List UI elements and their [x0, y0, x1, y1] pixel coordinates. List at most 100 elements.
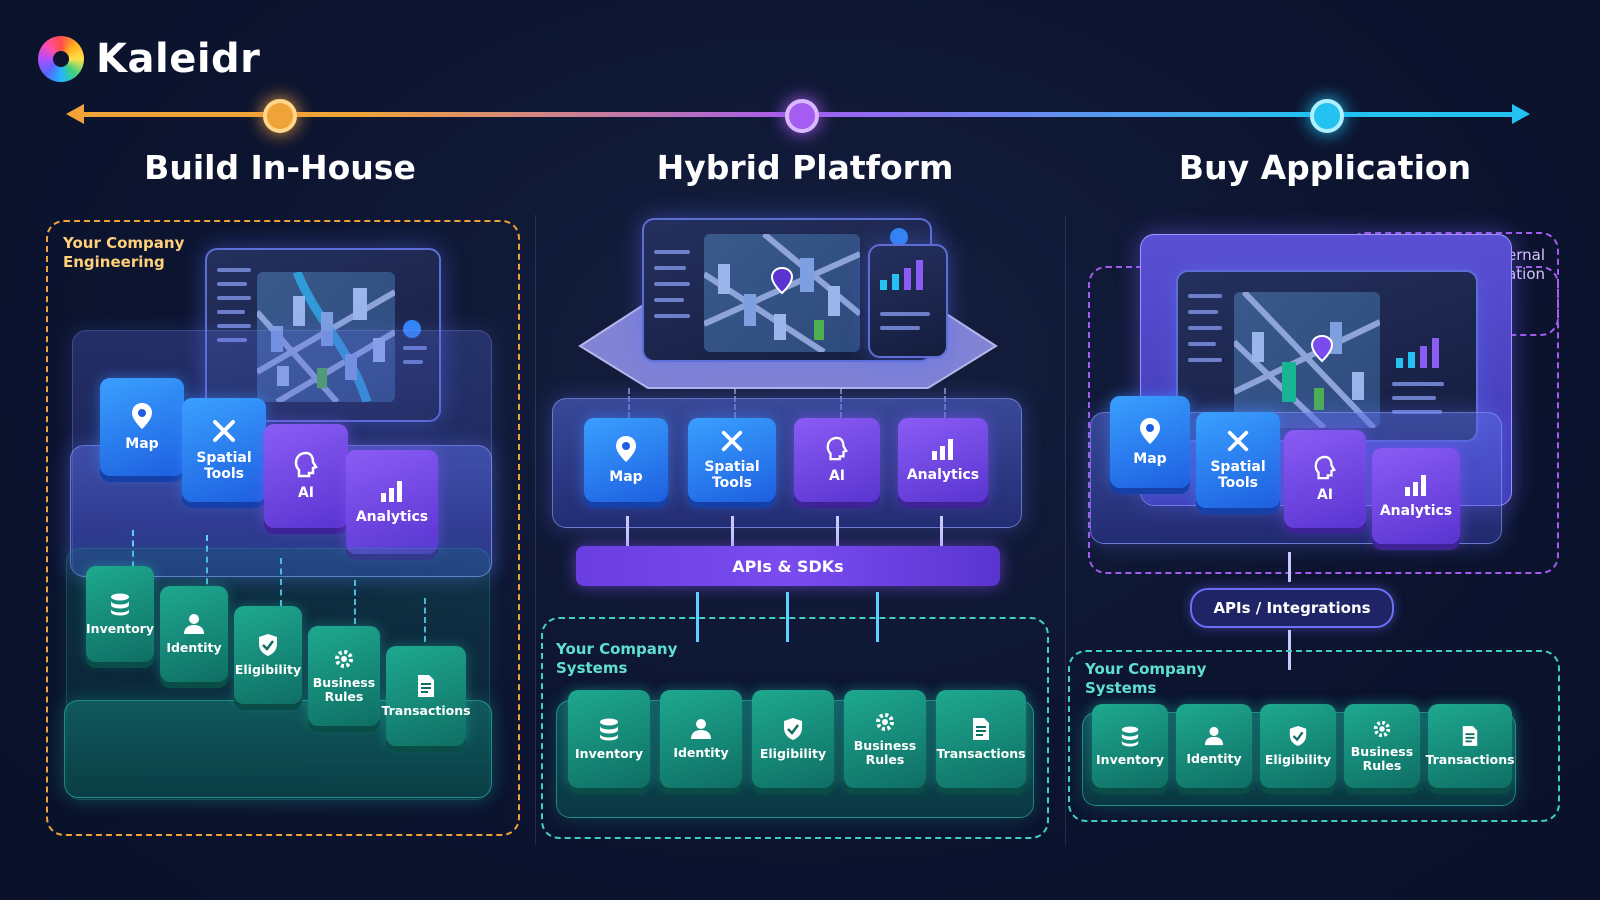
- api-label: APIs & SDKs: [732, 556, 844, 576]
- ai-head-icon: [1314, 455, 1336, 480]
- bar-chart-icon: [1405, 475, 1426, 496]
- api-label: APIs / Integrations: [1213, 599, 1371, 617]
- tile-transactions: Transactions: [936, 690, 1026, 788]
- tile-label: Identity: [166, 640, 222, 655]
- avatar-icon: [403, 320, 421, 338]
- region-label-systems: Your Company Systems: [1085, 660, 1206, 698]
- ai-head-icon: [294, 451, 318, 478]
- tile-label: Eligibility: [234, 662, 302, 677]
- connector-line: [132, 530, 134, 588]
- tile-label: Inventory: [575, 746, 643, 761]
- company-systems-region: [1068, 650, 1560, 822]
- tile-label: Eligibility: [759, 746, 827, 761]
- bar-chart-icon: [932, 439, 953, 460]
- tools-icon: [213, 420, 235, 442]
- region-label-engineering: Your Company Engineering: [63, 234, 184, 272]
- region-label-line: Systems: [1085, 679, 1157, 697]
- region-label-line: Your Company: [63, 234, 185, 252]
- user-icon: [1204, 726, 1224, 746]
- user-icon: [691, 719, 711, 739]
- gear-icon: [335, 650, 353, 668]
- tile-label: Eligibility: [1264, 752, 1332, 767]
- tile-ai: AI: [264, 424, 348, 528]
- connector-line: [280, 558, 282, 606]
- region-label-line: Systems: [556, 659, 628, 677]
- database-icon: [111, 593, 129, 616]
- connector-line: [424, 598, 426, 642]
- tile-label: Map: [609, 469, 643, 485]
- tile-ai: AI: [794, 418, 880, 502]
- tile-map: Map: [100, 378, 184, 476]
- tile-inventory: Inventory: [86, 566, 154, 662]
- company-systems-region: [541, 617, 1049, 839]
- shield-check-icon: [784, 718, 802, 740]
- tile-label: AI: [297, 485, 315, 501]
- user-icon: [184, 614, 204, 634]
- city-map: [1234, 292, 1380, 428]
- tile-label: Identity: [673, 745, 729, 760]
- shield-check-icon: [1289, 726, 1307, 746]
- connector-arrow: [1288, 552, 1291, 582]
- gear-icon: [1373, 720, 1391, 738]
- tile-eligibility: Eligibility: [752, 690, 834, 788]
- tile-analytics: Analytics: [898, 418, 988, 502]
- connector-arrow: [626, 516, 629, 546]
- document-icon: [418, 675, 434, 697]
- timeline-node-hybrid: [785, 99, 819, 133]
- apis-sdks-bar: APIs & SDKs: [576, 546, 1000, 586]
- tile-map: Map: [1110, 396, 1190, 488]
- tile-label: Identity: [1186, 751, 1242, 766]
- tools-icon: [1227, 430, 1249, 452]
- map-pin-icon: [132, 403, 152, 429]
- arrow-left-icon: [66, 104, 84, 124]
- tile-label: Analytics: [906, 467, 980, 483]
- tile-eligibility: Eligibility: [1260, 704, 1336, 788]
- kaleidr-logo-icon: [38, 36, 84, 82]
- region-label-line: Your Company: [556, 640, 678, 658]
- bar-chart-icon: [381, 481, 402, 502]
- connector-line: [206, 535, 208, 595]
- timeline-node-buy: [1310, 99, 1344, 133]
- tile-label: Transactions: [936, 746, 1026, 761]
- connector-arrow: [836, 516, 839, 546]
- column-divider: [1065, 215, 1066, 845]
- region-label-line: Your Company: [1085, 660, 1207, 678]
- connector-arrow: [731, 516, 734, 546]
- title-build-in-house: Build In-House: [144, 148, 416, 187]
- tile-label: Map: [1133, 451, 1167, 467]
- title-hybrid-platform: Hybrid Platform: [656, 148, 954, 187]
- city-map: [257, 272, 395, 402]
- timeline-node-build: [263, 99, 297, 133]
- document-icon: [1462, 726, 1478, 746]
- tile-label: Analytics: [1379, 503, 1453, 519]
- tile-transactions: Transactions: [381, 646, 471, 746]
- tile-transactions: Transactions: [1425, 704, 1515, 788]
- tile-analytics: Analytics: [346, 450, 438, 554]
- shield-check-icon: [259, 634, 277, 656]
- tools-icon: [721, 430, 743, 452]
- tile-label: AI: [828, 468, 846, 484]
- database-icon: [1121, 726, 1139, 747]
- bar-chart-icon: [880, 260, 923, 290]
- connector-arrow: [940, 516, 943, 546]
- tile-eligibility: Eligibility: [234, 606, 302, 704]
- tile-identity: Identity: [1176, 704, 1252, 788]
- tile-label: Inventory: [1096, 752, 1164, 767]
- ai-head-icon: [826, 436, 848, 461]
- tile-map: Map: [584, 418, 668, 502]
- avatar-icon: [890, 228, 908, 246]
- map-pin-icon: [616, 436, 636, 462]
- title-buy-application: Buy Application: [1178, 148, 1472, 187]
- bar-chart-icon: [1396, 338, 1439, 368]
- brand: Kaleidr: [38, 36, 260, 82]
